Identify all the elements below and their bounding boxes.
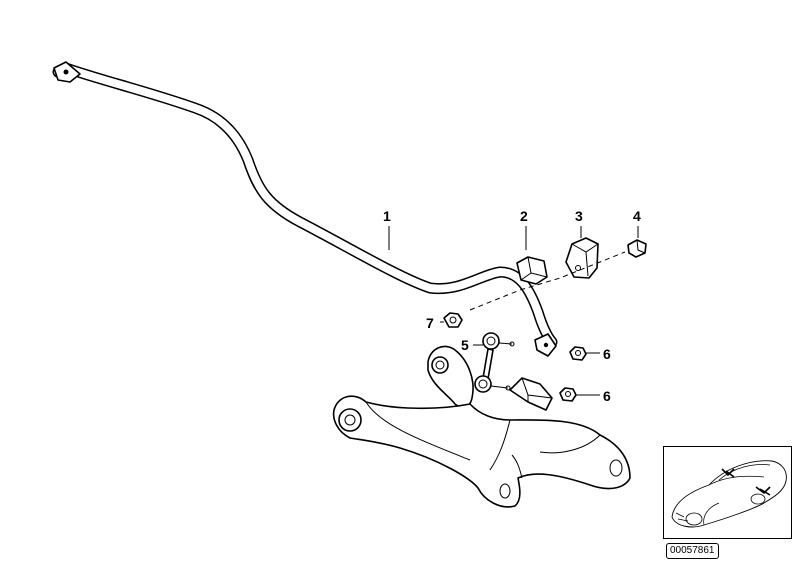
vehicle-location-thumbnail — [663, 446, 792, 539]
stabilizer-bar — [52, 61, 558, 357]
callout-6-lower: 6 — [603, 388, 611, 404]
swing-support — [474, 332, 515, 393]
link-bracket — [509, 377, 553, 411]
hex-nut-lower — [559, 387, 577, 402]
car-outline-icon — [671, 460, 787, 528]
rubber-mounting — [516, 256, 548, 285]
control-arm — [332, 345, 631, 508]
callout-5: 5 — [461, 337, 469, 353]
clamp-bracket — [565, 237, 599, 279]
self-locking-nut — [443, 312, 463, 328]
callout-4: 4 — [633, 208, 641, 224]
bolt — [627, 239, 647, 258]
callout-6-upper: 6 — [603, 346, 611, 362]
callout-1: 1 — [383, 208, 391, 224]
leader-lines — [388, 226, 639, 396]
reference-number: 00057861 — [666, 543, 719, 559]
callout-7: 7 — [426, 315, 434, 331]
callout-2: 2 — [520, 208, 528, 224]
hex-nut-upper — [569, 346, 587, 361]
callout-3: 3 — [575, 208, 583, 224]
assembly-line — [469, 251, 626, 311]
